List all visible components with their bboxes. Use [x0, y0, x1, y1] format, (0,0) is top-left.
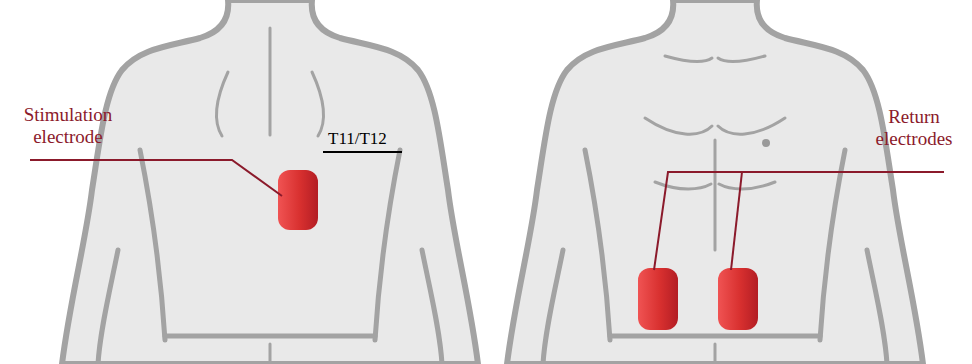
leader-line	[731, 172, 742, 270]
level-underline	[323, 151, 402, 153]
leader-line	[30, 160, 282, 196]
callout-label: Stimulation electrode	[14, 104, 122, 148]
back-figure	[62, 0, 478, 364]
return-electrode	[638, 268, 678, 330]
stimulation-electrode	[278, 170, 318, 230]
front-figure	[507, 0, 923, 364]
callout-label: Return electrodes	[862, 106, 966, 150]
vertebra-label: T11/T12	[328, 129, 418, 149]
return-electrode	[718, 268, 758, 330]
leader-line	[654, 172, 944, 270]
